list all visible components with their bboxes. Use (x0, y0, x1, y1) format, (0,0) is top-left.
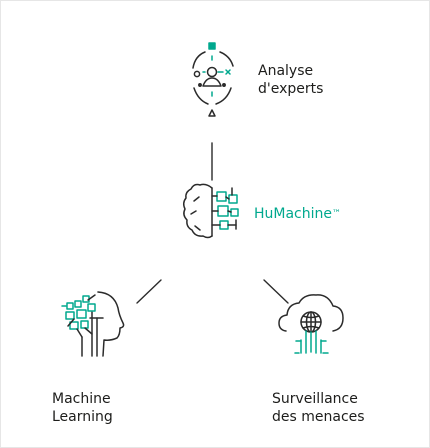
connector-humachine-machine-learning (136, 279, 162, 304)
threat-label-line-2: des menaces (272, 409, 365, 425)
expert-network-icon (192, 42, 234, 117)
threat-label-line-1: Surveillance (272, 391, 358, 407)
humachine-label-text: HuMachine (254, 206, 333, 222)
threat-label: Surveillance des menaces (272, 390, 365, 426)
humachine-trademark: ™ (332, 209, 342, 219)
connector-humachine-threat (263, 279, 289, 304)
experts-label-line-2: d'experts (258, 81, 324, 97)
brain-chip-icon (182, 183, 239, 239)
connectors (136, 142, 289, 304)
humachine-label: HuMachine™ (254, 205, 341, 223)
experts-label-line-1: Analyse (258, 63, 314, 79)
head-circuit-icon (61, 291, 125, 357)
machine-learning-label-line-1: Machine (52, 391, 111, 407)
experts-label: Analyse d'experts (258, 62, 323, 98)
machine-learning-label-line-2: Learning (52, 409, 113, 425)
cloud-globe-icon (278, 294, 344, 354)
machine-learning-label: Machine Learning (52, 390, 113, 426)
